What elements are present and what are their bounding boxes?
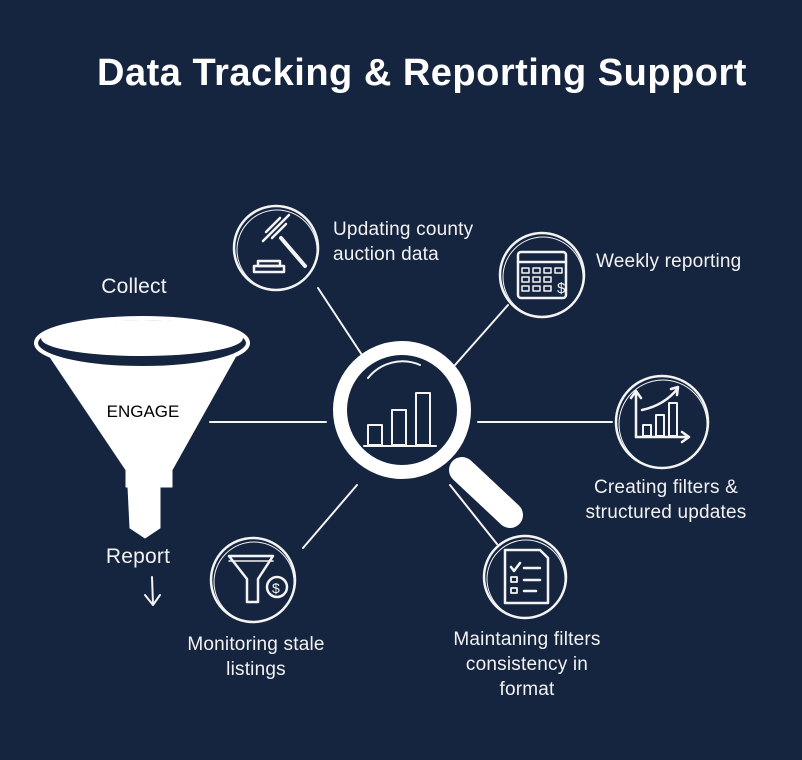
label-line: structured updates — [585, 502, 747, 523]
label-line: Creating filters & — [593, 477, 739, 498]
checklist-document-icon — [482, 534, 568, 620]
growth-chart-icon — [614, 374, 710, 470]
label-line: consistency in — [465, 654, 589, 675]
label-line: Updating county — [333, 219, 474, 240]
magnifier-chart-icon — [333, 341, 523, 528]
funnel-inner-label: ENGAGE — [106, 402, 180, 421]
funnel-bottom-label: Report — [105, 545, 171, 568]
funnel-dollar-icon — [209, 536, 297, 624]
svg-text:$: $ — [272, 580, 280, 596]
funnel-top-label: Collect — [101, 275, 167, 298]
down-arrow-icon — [144, 576, 161, 606]
label-line: Maintaning filters — [453, 629, 601, 650]
label-line: auction data — [333, 244, 439, 265]
node-label-weekly: Weekly reporting — [596, 249, 741, 274]
label-line: Monitoring stale — [187, 634, 325, 655]
node-label-consistency: Maintaning filters consistency in format — [453, 627, 600, 702]
label-line: listings — [226, 659, 286, 680]
label-line: format — [499, 679, 555, 700]
connector-lines — [209, 287, 613, 549]
node-label-stale: Monitoring stale listings — [187, 632, 324, 682]
funnel-graphic — [34, 316, 250, 539]
node-label-auction: Updating county auction data — [333, 217, 473, 267]
page-title: Data Tracking & Reporting Support — [97, 52, 747, 94]
dollar-sign-icon: $ — [557, 280, 566, 297]
calendar-dollar-icon — [498, 231, 586, 319]
gavel-icon — [232, 204, 320, 292]
node-label-filters: Creating filters & structured updates — [586, 475, 747, 525]
label-line: Weekly reporting — [596, 251, 742, 272]
